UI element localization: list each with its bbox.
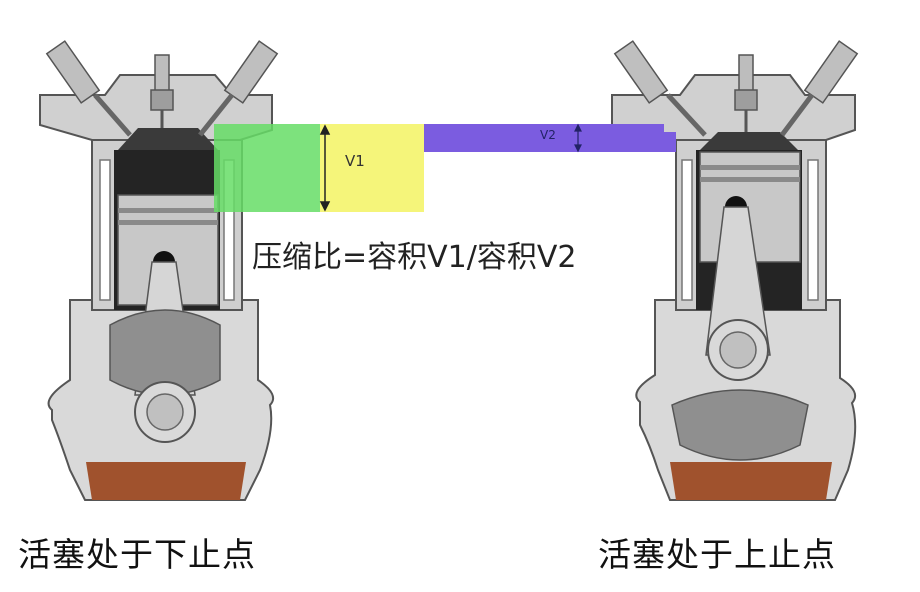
left-exhaust-valve — [198, 40, 279, 137]
caption-bottom-dead-center: 活塞处于下止点 — [18, 535, 256, 574]
right-water-jacket-left — [681, 159, 693, 301]
compression-ratio-formula: 压缩比=容积V1/容积V2 — [252, 240, 577, 275]
v1-green-volume — [214, 124, 320, 212]
left-crank-weight — [109, 309, 221, 396]
left-spark-plug — [150, 54, 174, 128]
right-connecting-rod — [705, 206, 771, 356]
left-combustion-chamber — [118, 128, 218, 150]
v2-purple-volume — [424, 124, 676, 152]
right-combustion-chamber — [700, 132, 798, 150]
right-oil-sump — [670, 462, 832, 500]
right-engine — [611, 40, 859, 501]
right-crank-weight — [671, 389, 809, 461]
v2-label: V2 — [540, 128, 556, 142]
v1-yellow-volume — [320, 124, 424, 212]
right-intake-valve — [613, 40, 707, 137]
left-oil-sump — [86, 462, 246, 500]
right-water-jacket-right — [807, 159, 819, 301]
v1-arrow — [319, 124, 331, 212]
left-intake-valve — [45, 40, 132, 137]
caption-top-dead-center: 活塞处于上止点 — [598, 535, 836, 574]
left-water-jacket-left — [99, 159, 111, 301]
v2-arrow — [574, 123, 582, 153]
v1-label: V1 — [345, 152, 365, 170]
right-spark-plug — [734, 54, 758, 132]
left-engine — [39, 40, 279, 501]
right-exhaust-valve — [780, 40, 859, 137]
